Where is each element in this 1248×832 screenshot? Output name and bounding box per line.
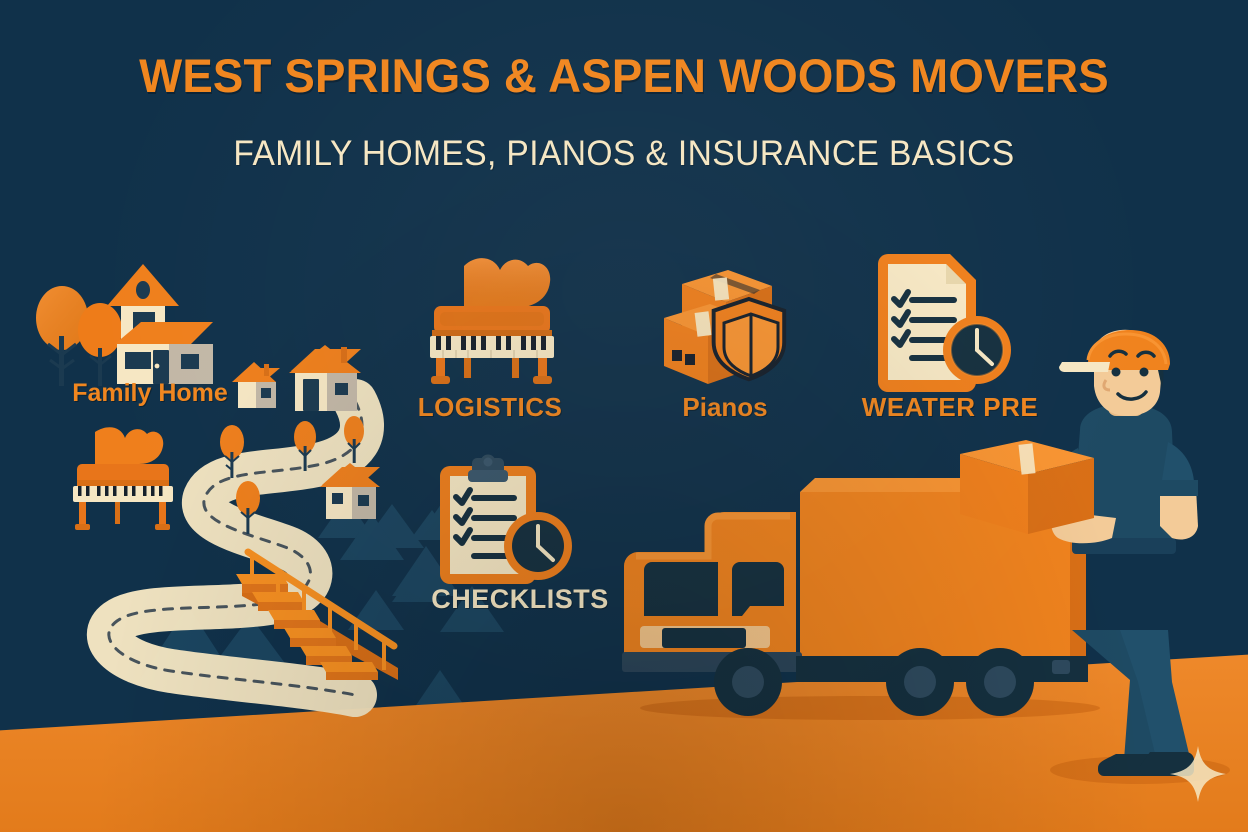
document-clock-icon (878, 254, 1011, 392)
tree-road-2 (294, 421, 316, 471)
four-point-sparkle (1170, 746, 1226, 802)
clipboard-clock-icon (440, 454, 572, 584)
caption-family-home: Family Home (72, 379, 228, 407)
tree-road-4 (236, 481, 260, 534)
caption-logistics: LOGISTICS (417, 392, 563, 422)
page-title: WEST SPRINGS & ASPEN WOODS MOVERS (139, 49, 1109, 102)
caption-weather-prep: WEATER PRE (861, 392, 1039, 422)
grand-piano-icon (430, 258, 554, 384)
tree-road-1 (220, 425, 244, 478)
house-large (107, 264, 213, 384)
orange-box-truck (622, 478, 1100, 720)
caption-checklists: CHECKLISTS (431, 584, 609, 614)
house-medium (289, 345, 361, 411)
tree-road-3 (344, 416, 364, 463)
orange-staircase (236, 548, 398, 680)
boxes-shield-icon (664, 270, 787, 384)
house-right-small (320, 463, 380, 519)
house-small (232, 362, 280, 408)
mover-carrying-box (960, 329, 1230, 784)
page-subtitle: FAMILY HOMES, PIANOS & INSURANCE BASICS (233, 134, 1015, 173)
tree-pair-left (36, 286, 122, 386)
caption-pianos: Pianos (682, 392, 768, 422)
grand-piano-small (73, 427, 173, 530)
